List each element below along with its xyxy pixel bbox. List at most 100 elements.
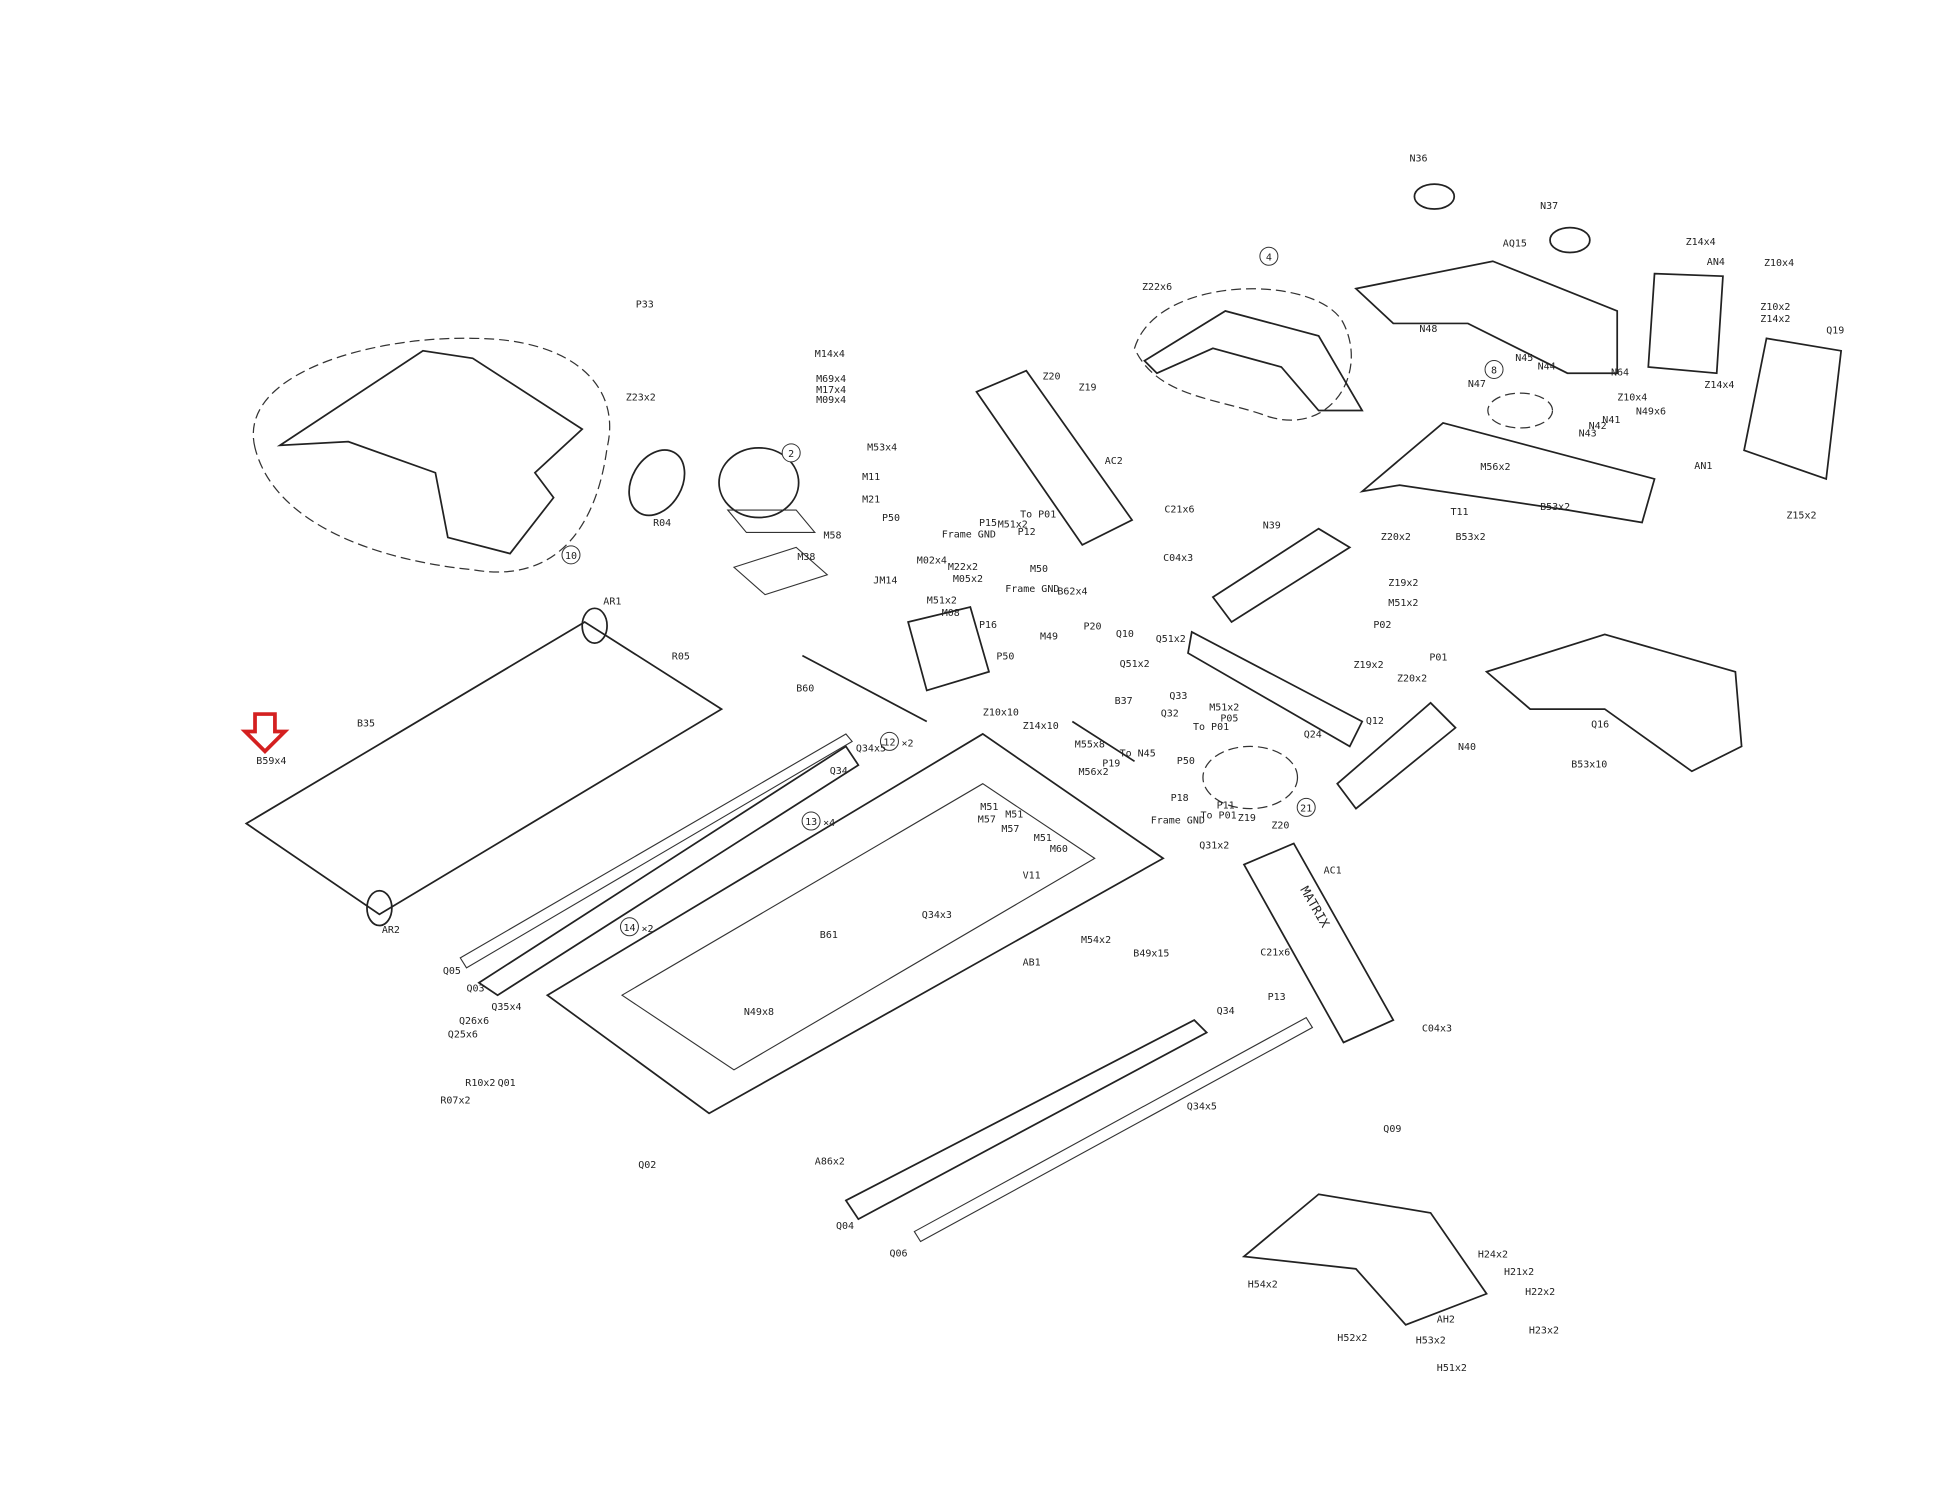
part-label: To N45	[1120, 748, 1156, 759]
part-label: Z14x10	[1023, 721, 1059, 732]
part-label: Z23x2	[626, 393, 656, 404]
part-label: To P01	[1193, 722, 1229, 733]
callout-number: 8	[1491, 365, 1497, 376]
part-label: H53x2	[1416, 1336, 1446, 1347]
part-label: B62x4	[1057, 587, 1087, 598]
part-label: Q26x6	[459, 1016, 489, 1027]
part-label: M54x2	[1081, 935, 1111, 946]
callout-number: 13	[805, 817, 817, 828]
part-label: M17x4	[816, 385, 846, 396]
callout-quantity: ×2	[641, 924, 653, 935]
part-label: R10x2	[465, 1078, 495, 1089]
callout-21-boundary	[1202, 745, 1299, 810]
part-label: Z14x4	[1686, 237, 1716, 248]
part-label: N37	[1540, 201, 1558, 212]
part-label: C04x3	[1163, 553, 1193, 564]
part-label: Z10x10	[983, 707, 1019, 718]
part-label: P50	[882, 513, 900, 524]
callout-number: 4	[1266, 252, 1272, 263]
upright-ac2	[975, 369, 1134, 546]
part-label: M56x2	[1480, 462, 1510, 473]
part-label: Z10x2	[1760, 302, 1790, 313]
callout-number: 10	[565, 551, 577, 562]
console-aq15	[1354, 260, 1619, 375]
part-label: Q34x3	[922, 910, 952, 921]
part-label: M57	[1001, 824, 1019, 835]
highlight-down-arrow	[240, 712, 290, 755]
callout-8-boundary	[1487, 392, 1554, 429]
part-label: P15	[979, 518, 997, 529]
part-label: P11	[1217, 801, 1235, 812]
drive-motor	[718, 446, 800, 519]
callout-circle	[1259, 246, 1279, 266]
part-label: N48	[1419, 324, 1437, 335]
part-label: M05x2	[953, 574, 983, 585]
part-label: P50	[996, 651, 1014, 662]
part-label: Z19x2	[1388, 578, 1418, 589]
side-rail-q06	[913, 1016, 1314, 1243]
callout-10: 10	[561, 545, 581, 565]
part-label: N45	[1515, 353, 1533, 364]
part-label: Q34x5	[1187, 1102, 1217, 1113]
part-label: P16	[979, 620, 997, 631]
callout-14: 14×2	[619, 917, 654, 937]
side-rail-q05	[459, 733, 853, 969]
part-label: C21x6	[1164, 505, 1194, 516]
part-label: Z10x4	[1617, 393, 1647, 404]
part-label: AH2	[1437, 1314, 1455, 1325]
part-label: N40	[1458, 742, 1476, 753]
part-label: N49x6	[1636, 406, 1666, 417]
part-label: Z22x6	[1142, 282, 1172, 293]
callout-number: 21	[1300, 803, 1312, 814]
part-label: P18	[1171, 793, 1189, 804]
part-label: Q35x4	[491, 1002, 521, 1013]
motor-hood	[276, 349, 584, 555]
callout-circle	[801, 811, 821, 831]
callout-circle	[781, 443, 801, 463]
part-label: Frame GND	[1005, 584, 1059, 595]
part-label: Q31x2	[1199, 840, 1229, 851]
part-label: Q03	[467, 984, 485, 995]
part-label: P02	[1373, 620, 1391, 631]
callout-quantity: ×4	[823, 818, 835, 829]
console-panel-q19	[1743, 337, 1843, 481]
part-label: P50	[1177, 756, 1195, 767]
part-label: N44	[1538, 362, 1556, 373]
part-label: R04	[653, 518, 671, 529]
part-label: P20	[1084, 622, 1102, 633]
motor-base-plate	[726, 509, 817, 533]
part-label: N41	[1602, 415, 1620, 426]
front-roller-ar1	[581, 607, 608, 645]
part-label: Z10x4	[1764, 258, 1794, 269]
part-label: Q33	[1169, 691, 1187, 702]
callout-circle	[1296, 797, 1316, 817]
part-label: B35	[357, 719, 375, 730]
part-label: Z20	[1271, 821, 1289, 832]
callout-4: 4	[1259, 246, 1279, 266]
part-label: Q01	[498, 1078, 516, 1089]
part-label: Q12	[1366, 716, 1384, 727]
callout-circle	[1484, 359, 1504, 379]
part-label: To P01	[1201, 811, 1237, 822]
part-label: AC2	[1105, 456, 1123, 467]
part-outlines: MATRIX	[240, 183, 1843, 1326]
cup-holder-n37	[1549, 226, 1591, 254]
console-frame-an1	[1359, 422, 1656, 524]
part-label: Z19	[1238, 813, 1256, 824]
part-label: Q34	[1217, 1006, 1235, 1017]
part-label: B60	[796, 684, 814, 695]
part-label: R05	[672, 651, 690, 662]
part-label: Q10	[1116, 629, 1134, 640]
part-label: P01	[1429, 653, 1447, 664]
base-frame-ah2	[1241, 1193, 1488, 1326]
part-label: Q25x6	[448, 1030, 478, 1041]
rear-roller-ar2	[366, 889, 393, 927]
crossbar-b37	[1071, 720, 1135, 763]
motor-controller-m08	[907, 606, 991, 692]
part-label: R07x2	[440, 1095, 470, 1106]
callout-circle	[619, 917, 639, 937]
part-label: A86x2	[815, 1156, 845, 1167]
part-label: B53x2	[1540, 502, 1570, 513]
part-label: N36	[1410, 154, 1428, 165]
